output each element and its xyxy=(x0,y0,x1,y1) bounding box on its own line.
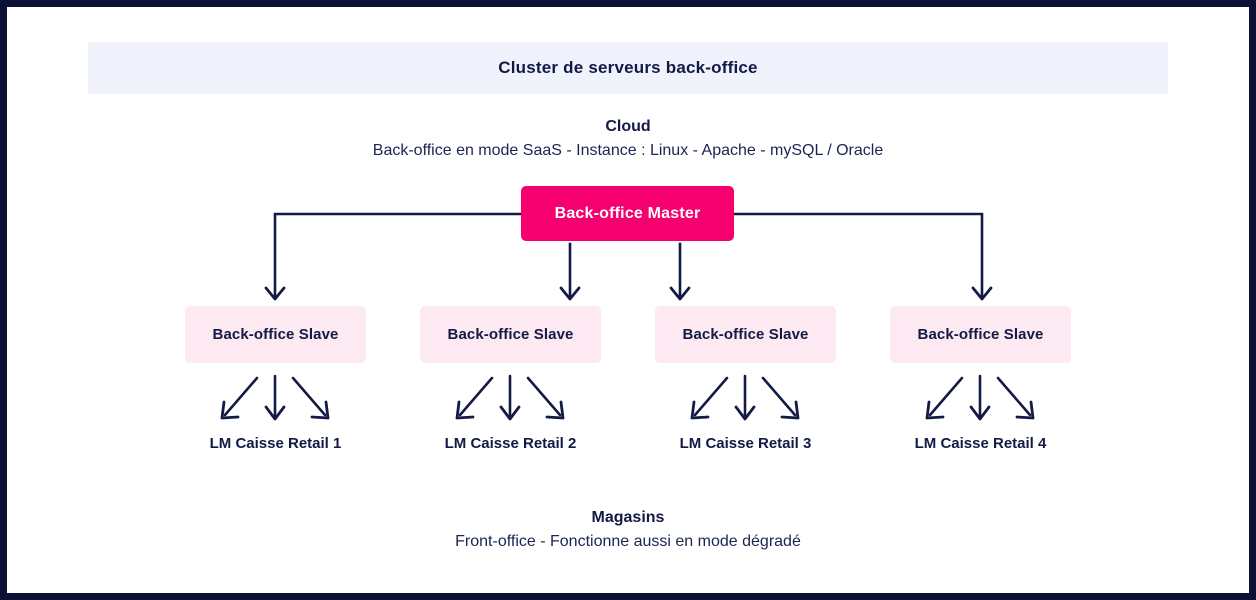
connector-slave-4-fan xyxy=(925,374,1035,421)
connector-slave-2-fan xyxy=(455,374,565,421)
connector-master-to-slave-1 xyxy=(264,212,523,301)
node-back-office-master-label: Back-office Master xyxy=(554,204,701,222)
connector-slave-1-fan xyxy=(220,374,330,421)
node-lm-caisse-retail-1: LM Caisse Retail 1 xyxy=(209,435,342,452)
stores-caption-subtitle: Front-office - Fonctionne aussi en mode … xyxy=(455,533,801,550)
cluster-header-banner: Cluster de serveurs back-office xyxy=(88,42,1168,94)
cloud-caption-title: Cloud xyxy=(605,118,651,135)
stores-caption-title: Magasins xyxy=(591,509,665,526)
node-back-office-slave-3[interactable]: Back-office Slave xyxy=(655,306,836,363)
node-back-office-slave-2[interactable]: Back-office Slave xyxy=(420,306,601,363)
cluster-header-title: Cluster de serveurs back-office xyxy=(498,58,758,77)
cloud-caption-subtitle: Back-office en mode SaaS - Instance : Li… xyxy=(372,142,884,159)
connector-master-to-slave-3 xyxy=(669,242,691,301)
node-lm-caisse-retail-3: LM Caisse Retail 3 xyxy=(679,435,812,452)
node-back-office-slave-3-label: Back-office Slave xyxy=(682,326,809,343)
node-lm-caisse-retail-4: LM Caisse Retail 4 xyxy=(914,435,1047,452)
node-back-office-master[interactable]: Back-office Master xyxy=(521,186,734,241)
cloud-caption-block: Cloud Back-office en mode SaaS - Instanc… xyxy=(7,115,1249,163)
connector-master-to-slave-4 xyxy=(732,212,993,301)
stores-caption-block: Magasins Front-office - Fonctionne aussi… xyxy=(7,506,1249,554)
connector-slave-3-fan xyxy=(690,374,800,421)
connector-master-to-slave-2 xyxy=(559,242,581,301)
node-lm-caisse-retail-2: LM Caisse Retail 2 xyxy=(444,435,577,452)
node-back-office-slave-1-label: Back-office Slave xyxy=(212,326,339,343)
node-back-office-slave-4[interactable]: Back-office Slave xyxy=(890,306,1071,363)
diagram-stage: Cluster de serveurs back-office Cloud Ba… xyxy=(7,7,1249,593)
node-back-office-slave-4-label: Back-office Slave xyxy=(917,326,1044,343)
node-back-office-slave-1[interactable]: Back-office Slave xyxy=(185,306,366,363)
node-back-office-slave-2-label: Back-office Slave xyxy=(447,326,574,343)
